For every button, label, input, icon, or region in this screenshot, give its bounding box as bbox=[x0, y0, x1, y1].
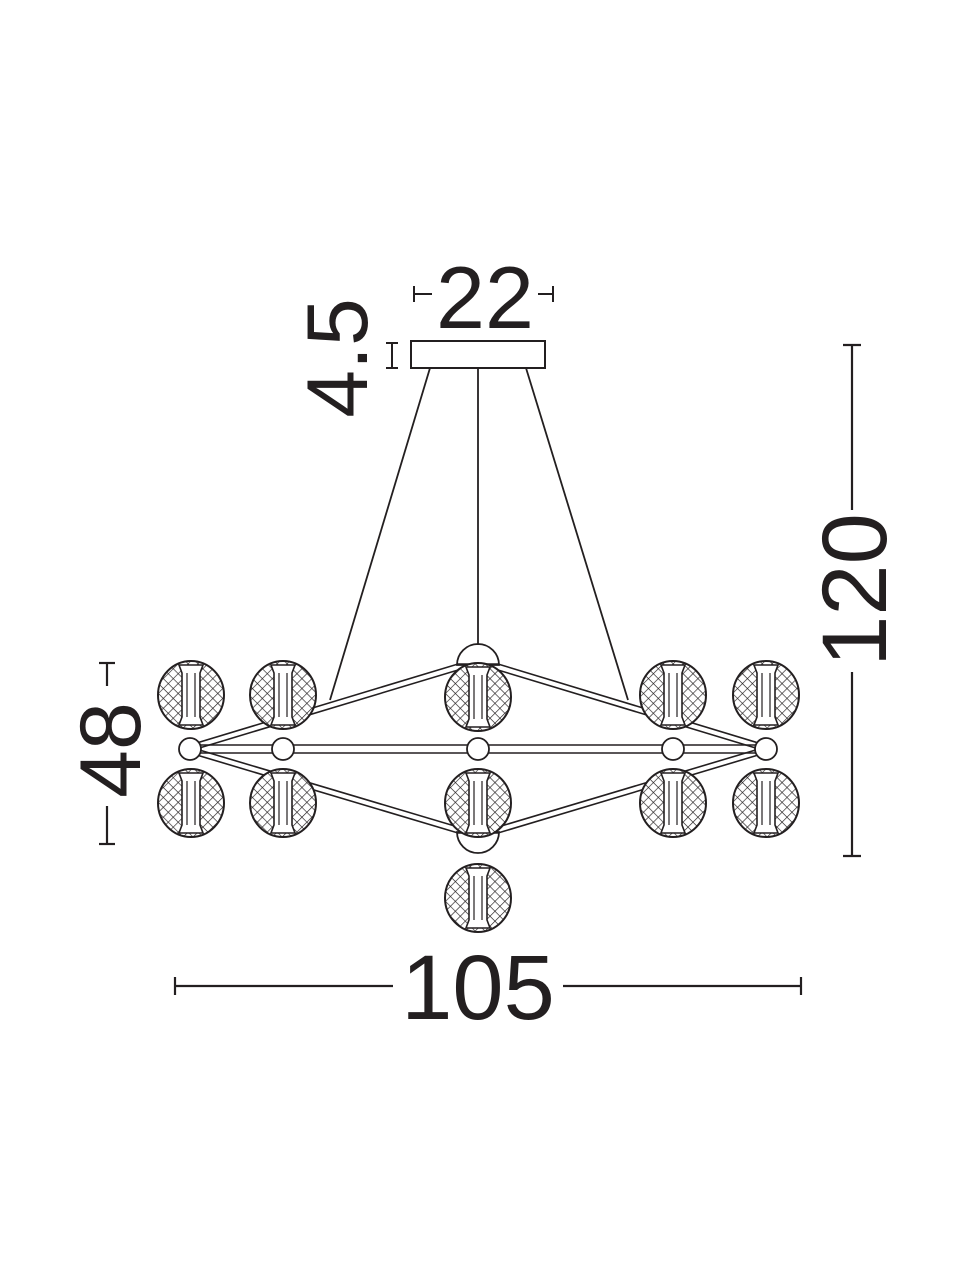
canopy-width-dimension bbox=[413, 286, 554, 302]
frame-joints bbox=[178, 737, 778, 761]
hub-dome-top bbox=[456, 643, 500, 666]
globe-lights bbox=[157, 660, 800, 933]
globe-light bbox=[732, 768, 800, 838]
cable-right bbox=[525, 367, 629, 701]
frame-joint bbox=[178, 737, 202, 761]
frame-joint bbox=[271, 737, 295, 761]
globe-light bbox=[444, 768, 512, 838]
height-label: 120 bbox=[804, 513, 906, 667]
frame-joint bbox=[466, 737, 490, 761]
globe-light bbox=[444, 662, 512, 732]
frame-joint bbox=[754, 737, 778, 761]
globe-light bbox=[157, 660, 225, 730]
height-dimension bbox=[843, 343, 861, 858]
suspension-cables bbox=[329, 367, 629, 701]
globe-light bbox=[639, 768, 707, 838]
width-dimension bbox=[173, 977, 803, 995]
hub-dome-bottom bbox=[456, 831, 500, 854]
globe-light bbox=[249, 768, 317, 838]
globe-light bbox=[444, 863, 512, 933]
canopy-width-label: 22 bbox=[436, 248, 534, 347]
globe-light bbox=[157, 768, 225, 838]
ring-height-label: 48 bbox=[63, 702, 159, 798]
ring-height-dimension bbox=[99, 661, 115, 846]
canopy-height-label: 4.5 bbox=[290, 298, 386, 418]
width-label: 105 bbox=[401, 937, 555, 1039]
canopy-height-dimension bbox=[386, 342, 398, 369]
globe-light bbox=[732, 660, 800, 730]
frame-joint bbox=[661, 737, 685, 761]
cable-left bbox=[329, 367, 431, 701]
globe-light bbox=[249, 660, 317, 730]
globe-light bbox=[639, 660, 707, 730]
